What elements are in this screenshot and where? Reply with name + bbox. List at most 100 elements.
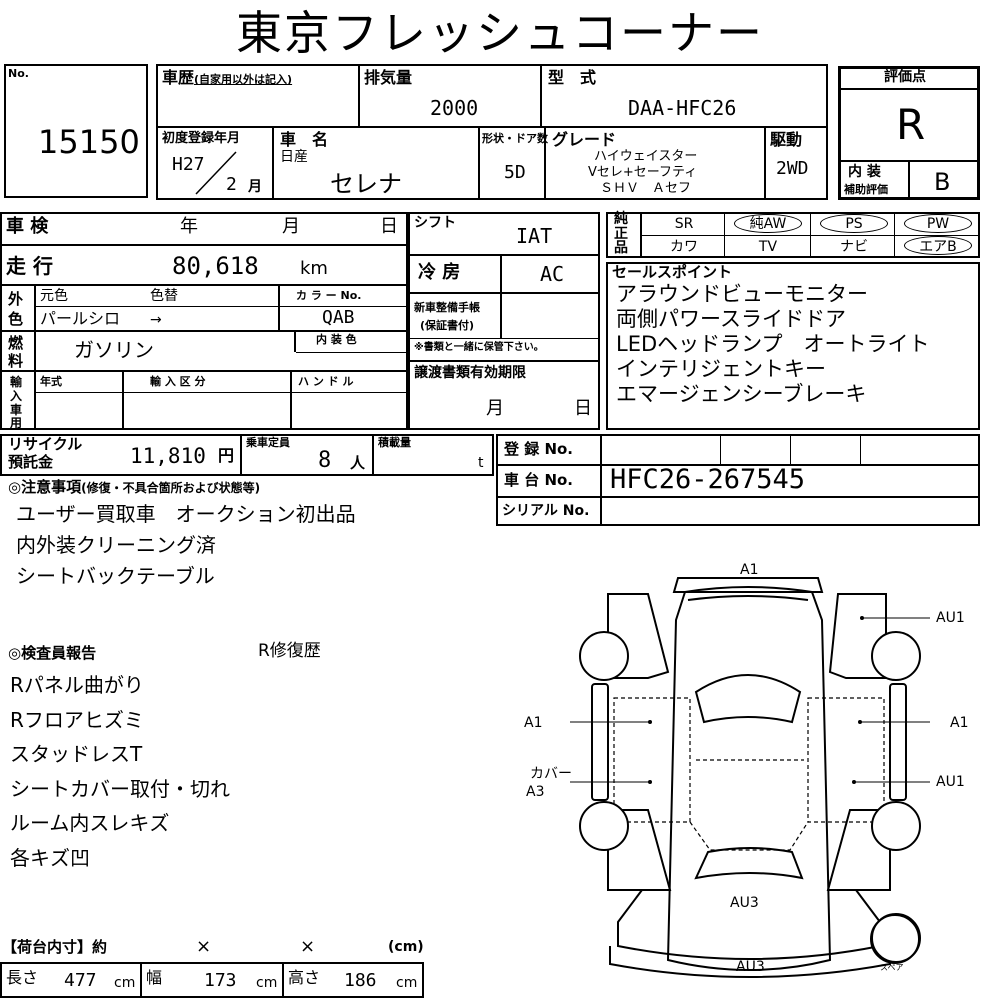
inspection-day-label: 日 [380,216,398,237]
warranty-label-1: 新車整備手帳 [414,301,480,314]
sales-point-item: LEDヘッドランプ オートライト [616,332,930,356]
cargo-label: 【荷台内寸】約 [2,938,108,956]
shift-value: IAT [516,224,553,248]
registration-grid [496,434,980,526]
color-original-value: パールシロ [40,309,121,328]
capacity-unit: 人 [350,454,366,472]
note-item: 内外装クリーニング済 [16,533,216,557]
transfer-docs-label: 譲渡書類有効期限 [414,365,526,381]
import-label: 輸入車用 [10,375,23,431]
history-label: 車歴(自家用以外は記入) [162,68,293,87]
displacement-value: 2000 [430,96,479,120]
equipment-selected-circle [820,214,888,233]
diagram-label-left-mid: A1 [524,715,543,731]
registration-label: 登 録 No. [504,440,574,458]
evaluation-score: R [896,100,926,149]
sales-point-item: インテリジェントキー [616,357,826,381]
cargo-length-unit: cm [114,975,136,991]
inspector-item: スタッドレスT [10,742,143,766]
capacity-value: 8 [318,448,332,473]
recycle-label-2: 預託金 [8,453,54,471]
diagram-label-right-front: AU1 [936,610,965,626]
color-change-arrow: → [150,312,162,328]
mileage-value: 80,618 [172,252,259,280]
equipment-label: 純正品 [614,211,628,257]
notes-header: ◎注意事項(修復・不具合箇所および状態等) [8,478,261,496]
first-registration-label: 初度登録年月 [162,131,241,146]
inspector-item: シートカバー取付・切れ [10,776,230,801]
car-name-label: 車 名 [280,130,329,149]
inspector-item: ルーム内スレキズ [10,811,170,835]
slash-divider [195,151,237,195]
ac-label: 冷 房 [418,262,461,283]
cargo-grid [0,962,424,998]
inspection-month-label: 月 [282,216,300,237]
color-change-label: 色替 [150,288,178,304]
grade-line1: ハイウェイスター [594,149,698,164]
grade-label: グレード [552,130,617,149]
recycle-unit: 円 [218,446,235,465]
displacement-label: 排気量 [364,68,413,87]
mileage-unit: km [300,258,328,279]
color-original-label: 元色 [40,288,68,304]
car-name-value: セレナ [330,170,402,198]
equipment-item: カワ [670,239,698,255]
ac-value: AC [540,262,565,286]
equipment-selected-circle [904,236,972,255]
diagram-label-right-mid: A1 [950,715,969,731]
doors-label: 形状・ドア数 [482,132,548,145]
equipment-item: SR [674,216,694,232]
drive-value: 2WD [776,158,809,179]
equipment-selected-circle [904,214,972,233]
equipment-selected-circle [734,214,802,233]
cargo-width-unit: cm [256,975,278,991]
page-title: 東京フレッシュコーナー [236,6,764,60]
recycle-label-1: リサイクル [8,435,83,453]
cargo-width-label: 幅 [146,968,163,987]
vehicle-info-grid [156,64,828,200]
evaluation-label: 評価点 [884,69,926,85]
warranty-note: ※書類と一緒に保管下さい。 [414,342,544,353]
cargo-height-unit: cm [396,975,418,991]
model-value: DAA-HFC26 [628,96,737,120]
sales-point-item: エマージェンシーブレーキ [616,382,867,406]
diagram-label-left-low-1: カバー [530,766,572,782]
fuel-label: 燃料 [8,334,24,370]
cargo-length-label: 長さ [6,968,39,987]
recycle-value: 11,810 [130,444,206,468]
number-value: 15150 [38,123,140,161]
import-class-label: 輸 入 区 分 [150,375,206,388]
sales-point-item: アラウンドビューモニター [616,282,868,306]
spare-tire-label: スペア [880,963,904,972]
grade-line3: ＳＨＶ Ａセフ [600,181,692,196]
model-label: 型 式 [548,68,597,87]
sales-points-box [606,262,980,430]
chassis-value: HFC26-267545 [610,464,806,495]
cargo-length-value: 477 [64,970,97,991]
grade-line2: Vセレ+セーフティ [588,165,698,180]
first-registration-year: H27 [172,154,205,175]
diagram-label-rear-inner: AU3 [730,895,759,911]
shift-label: シフト [414,215,456,231]
mileage-label: 走 行 [6,254,53,278]
inspector-item: 各キズ凹 [10,845,90,870]
transfer-month-label: 月 [486,398,504,419]
warranty-label-2: (保証書付) [420,319,475,332]
number-label: No. [8,67,29,80]
inspection-label: 車 検 [6,216,49,237]
transfer-day-label: 日 [574,398,592,419]
sales-point-item: 両側パワースライドドア [616,307,846,331]
spare-tire-icon [870,914,920,964]
vehicle-details-grid [0,212,408,430]
car-damage-diagram [570,577,930,978]
diagram-label-rear-outer: AU3 [736,959,765,975]
load-label: 積載量 [378,436,411,449]
diagram-label-left-low-2: A3 [526,784,545,800]
interior-color-label: 内 装 色 [316,333,357,346]
cargo-unit: (cm) [388,939,424,955]
capacity-label: 乗車定員 [246,436,290,449]
cargo-height-value: 186 [344,970,377,991]
inspector-headline: R修復歴 [258,641,321,661]
diagram-label-right-low: AU1 [936,774,965,790]
inspector-item: Rパネル曲がり [10,673,144,697]
